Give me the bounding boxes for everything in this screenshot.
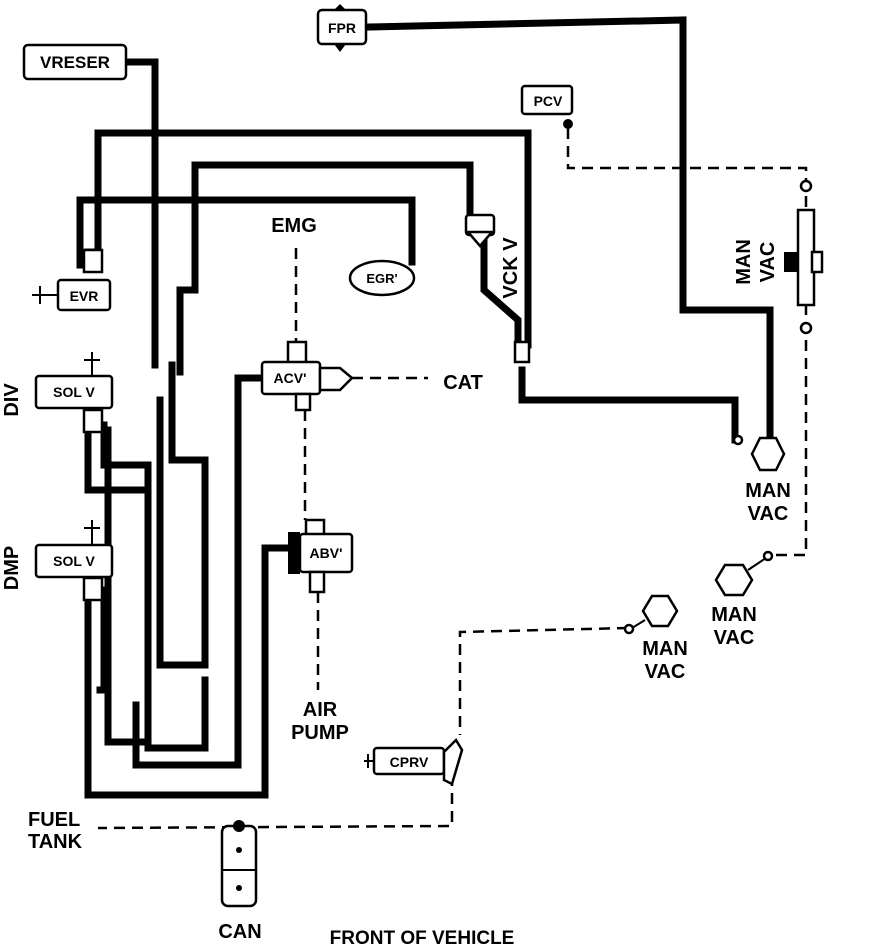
vck-v-component: VCK V: [464, 213, 531, 364]
can-label: CAN: [218, 921, 261, 943]
hose-div-sol: [94, 421, 152, 746]
vck-v-label: VCK V: [500, 237, 522, 299]
acv-label: ACV': [274, 370, 307, 386]
dmp-label: DMP: [1, 546, 23, 590]
hose-evr-sol: [84, 426, 152, 494]
emg-label: EMG: [271, 215, 317, 237]
cat-label: CAT: [443, 372, 483, 394]
egr-label: EGR': [366, 271, 397, 286]
man-label-1: MAN: [745, 480, 791, 502]
hose-center-box: [144, 676, 209, 752]
evr-label: EVR: [70, 288, 99, 304]
pcv-component: PCV: [520, 84, 574, 129]
dash-pcv: [566, 128, 808, 557]
hose-evr-egr: [76, 196, 416, 269]
fpr-component: FPR: [316, 4, 368, 52]
evr-component: EVR: [32, 248, 112, 312]
hose-dmp-sol: [94, 586, 108, 694]
air-label: AIR: [303, 699, 338, 721]
cprv-label: CPRV: [390, 754, 429, 770]
man-label-2: MAN: [711, 604, 757, 626]
man-vac-port-3: [623, 594, 679, 635]
hose-abv: [84, 544, 299, 799]
acv-component: ACV': [260, 340, 354, 412]
dash-man-vac-cprv: [458, 626, 629, 735]
pcv-label: PCV: [534, 93, 563, 109]
sol-v-div-label: SOL V: [53, 384, 95, 400]
hose-vertical-1: [156, 361, 209, 669]
fuel-label: FUEL: [28, 809, 80, 831]
vac-label-3: VAC: [645, 661, 686, 683]
vac-label-1: VAC: [748, 503, 789, 525]
abv-label: ABV': [310, 545, 343, 561]
hose-vreser: [124, 58, 159, 369]
hose-fpr-man-vac: [364, 16, 774, 444]
abv-component: ABV': [288, 518, 354, 594]
vac-label-2: VAC: [714, 627, 755, 649]
can-component: CAN: [218, 820, 262, 943]
man-label-vertical: MAN: [733, 239, 755, 285]
dashed-lines: [97, 128, 808, 830]
man-vac-port-1: [732, 434, 786, 472]
man-vac-valve-component: [784, 179, 824, 335]
vreser-component: VRESER: [22, 43, 128, 81]
man-vac-port-2: [714, 550, 774, 597]
dash-cprv-fuel-tank: [97, 775, 454, 830]
fpr-label: FPR: [328, 20, 356, 36]
sol-v-div-component: SOL V: [34, 352, 114, 434]
sol-v-dmp-component: SOL V: [34, 520, 114, 602]
hose-acv: [132, 374, 266, 769]
sol-v-dmp-label: SOL V: [53, 553, 95, 569]
front-of-vehicle-label: FRONT OF VEHICLE: [330, 928, 515, 948]
egr-component: EGR': [348, 259, 416, 297]
cprv-component: CPRV: [364, 737, 464, 786]
vac-label-vertical: VAC: [757, 242, 779, 283]
pump-label: PUMP: [291, 722, 349, 744]
hose-vck-man-vac: [518, 366, 739, 444]
man-label-3: MAN: [642, 638, 688, 660]
hose-vck-loop: [176, 161, 474, 294]
hose-vck-down: [480, 236, 522, 349]
tank-label: TANK: [28, 831, 83, 853]
vreser-label: VRESER: [40, 53, 110, 72]
div-label: DIV: [1, 383, 23, 417]
